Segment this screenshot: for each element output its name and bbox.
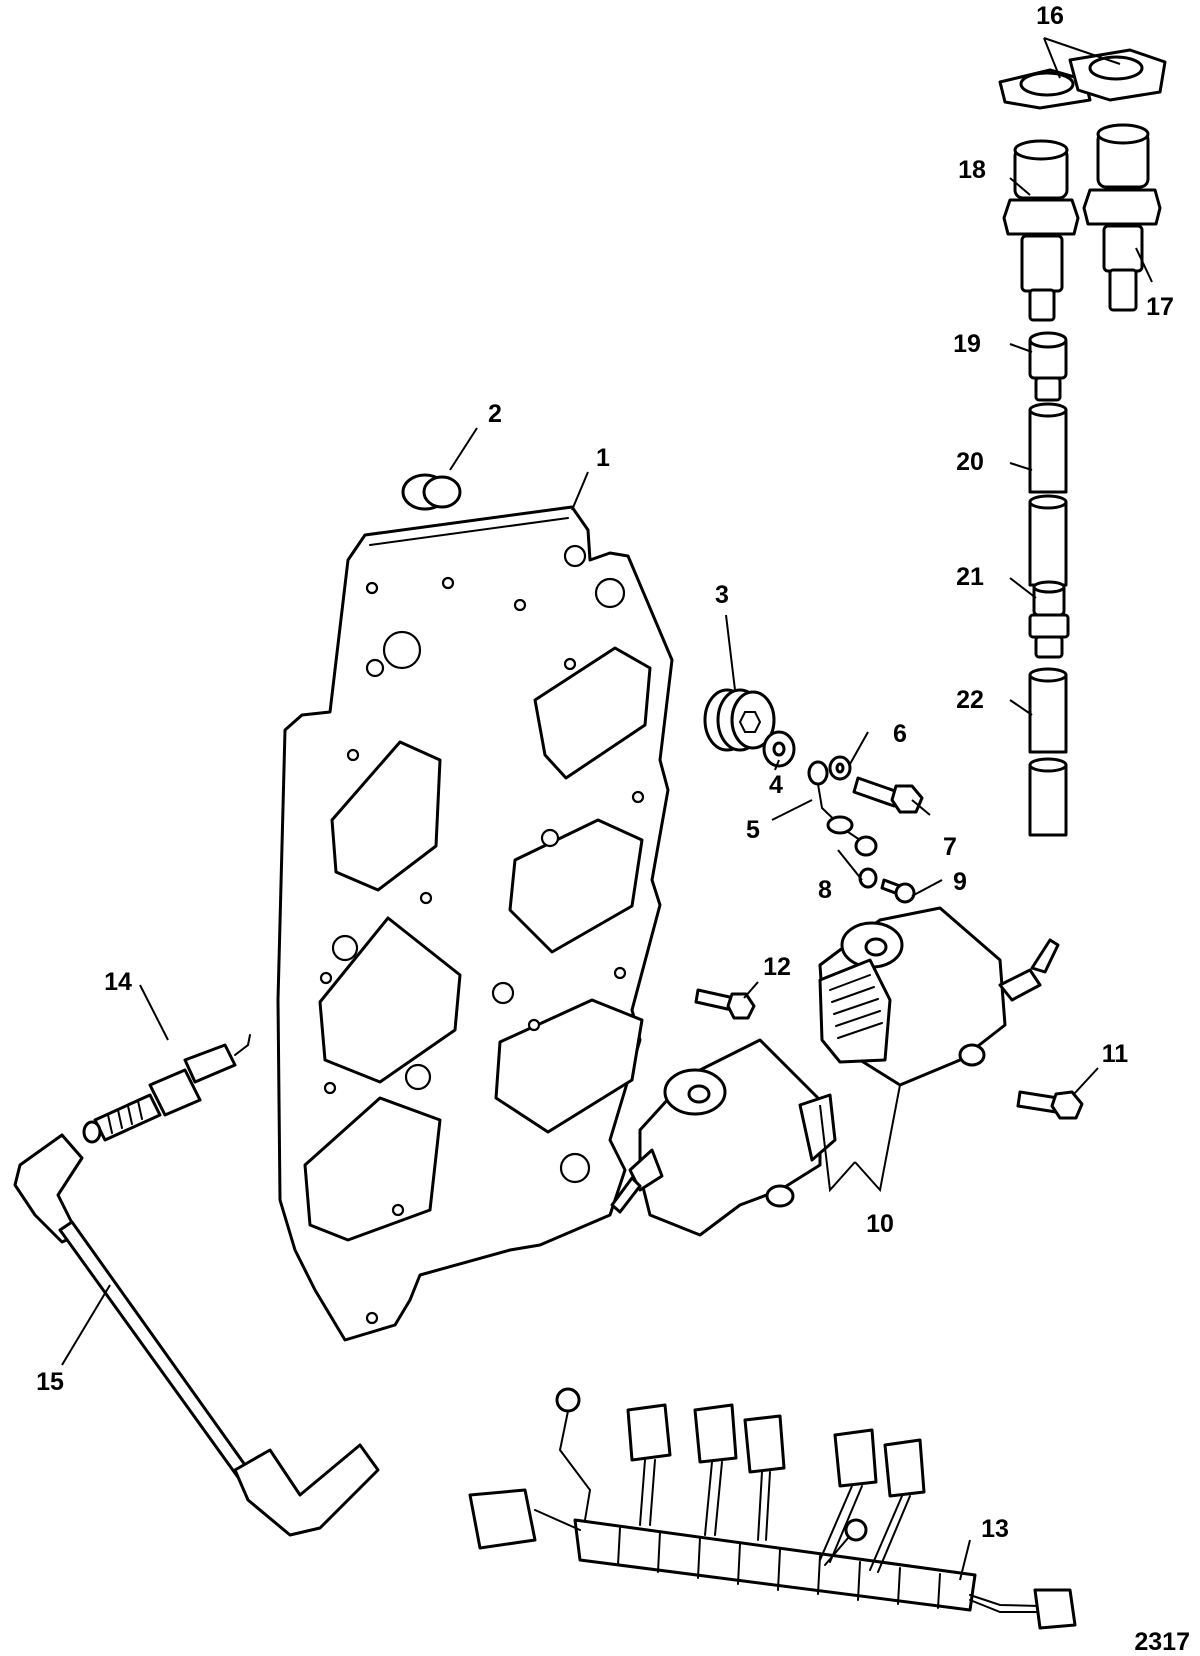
- callout-10: 10: [866, 1210, 894, 1238]
- callout-16: 16: [1036, 2, 1064, 30]
- washer-small-8: [858, 867, 878, 889]
- callout-14: 14: [104, 968, 132, 996]
- bolt-11: [1016, 1090, 1084, 1120]
- callout-1: 1: [596, 444, 610, 472]
- callout-4: 4: [769, 771, 783, 799]
- figure-number: 2317: [1134, 1628, 1190, 1656]
- bolt-9: [880, 878, 916, 904]
- washer-small-6: [828, 755, 852, 781]
- grommet-large: [703, 688, 776, 752]
- sensor-clips: [998, 48, 1167, 110]
- callout-5: 5: [746, 816, 760, 844]
- callout-12: 12: [763, 953, 791, 981]
- callout-6: 6: [893, 720, 907, 748]
- bolt-12: [694, 988, 756, 1020]
- callout-19: 19: [953, 330, 981, 358]
- spark-plug-wire: [13, 1133, 380, 1537]
- sensor-17: [1082, 123, 1162, 312]
- fitting-19: [1028, 331, 1068, 402]
- hose-22: [1028, 667, 1068, 837]
- callout-21: 21: [956, 563, 984, 591]
- callout-9: 9: [953, 868, 967, 896]
- callout-18: 18: [958, 156, 986, 184]
- callout-7: 7: [943, 833, 957, 861]
- wire-harness: [468, 1387, 1077, 1630]
- spark-plug: [82, 1034, 251, 1144]
- callout-labels: 1 2 3 4 5 6 7 8 9 10 11 12 13 14 15 16 1…: [36, 2, 1190, 1656]
- callout-2: 2: [488, 400, 502, 428]
- callout-8: 8: [818, 876, 832, 904]
- callout-20: 20: [956, 448, 984, 476]
- ignition-coil-upper: [818, 906, 1060, 1087]
- ignition-coil-lower: [610, 1038, 837, 1237]
- sensor-18: [1002, 139, 1080, 322]
- hose-20: [1028, 402, 1068, 587]
- mounting-plate: [276, 505, 674, 1342]
- callout-11: 11: [1102, 1040, 1129, 1068]
- callout-15: 15: [36, 1368, 64, 1396]
- connector-21: [1028, 580, 1070, 659]
- callout-13: 13: [981, 1515, 1009, 1543]
- callout-22: 22: [956, 686, 984, 714]
- grommet-top: [401, 473, 462, 511]
- washer-large: [762, 730, 796, 768]
- callout-17: 17: [1146, 293, 1174, 321]
- leader-lines: [61, 37, 1153, 1581]
- bolt-7: [852, 776, 924, 814]
- ground-strap: [807, 760, 878, 857]
- callout-3: 3: [715, 581, 729, 609]
